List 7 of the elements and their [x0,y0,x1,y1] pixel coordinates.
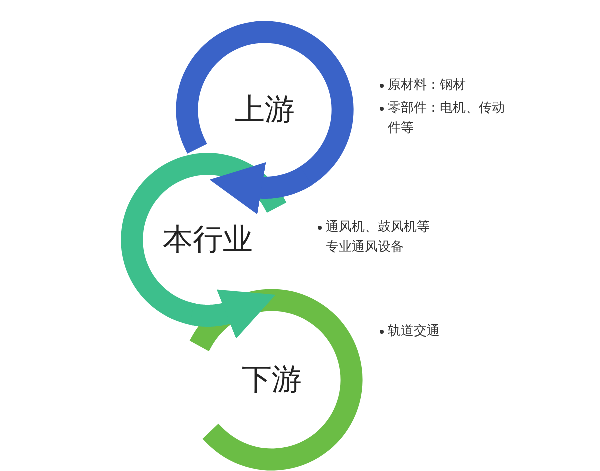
stage-label: 上游 [235,92,295,130]
bullet-text: 轨道交通 [388,323,441,341]
bullet-text: 零部件：电机、传动件等 [388,100,506,138]
stage-label: 下游 [242,362,302,400]
bullet-text: 原材料：钢材 [388,77,467,95]
bullet-text: 通风机、鼓风机等专业通风设备 [326,219,431,258]
stage-label: 本行业 [163,222,253,260]
